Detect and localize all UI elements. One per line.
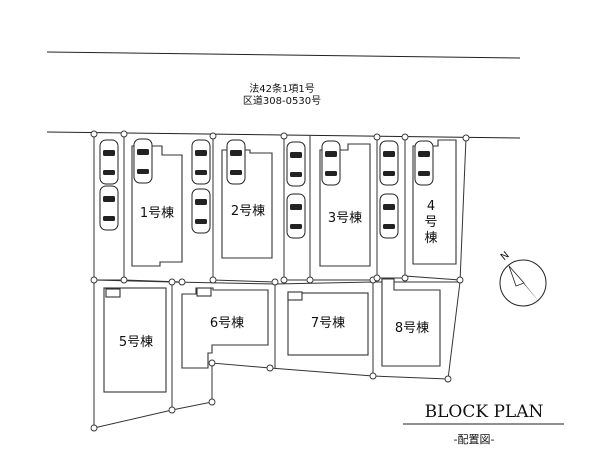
legend-subtitle: -配置図- <box>454 433 495 446</box>
building-8-label: 8号棟 <box>395 321 429 336</box>
car-8 <box>414 140 434 186</box>
building-7: 7号棟 <box>287 291 369 356</box>
boundary-post <box>444 375 452 383</box>
boundary-post <box>178 278 186 286</box>
building-4-label-2: 号 <box>424 215 437 230</box>
building-2-label: 2号棟 <box>231 204 265 219</box>
car-9 <box>99 185 119 231</box>
boundary-post <box>280 276 288 284</box>
building-7-label: 7号棟 <box>311 316 345 331</box>
boundary-post <box>456 276 464 284</box>
car-5 <box>286 141 306 187</box>
boundary-post <box>208 398 216 406</box>
boundary-post <box>90 424 98 432</box>
boundary-post <box>401 274 409 282</box>
road-edge-far <box>46 51 521 59</box>
boundary-post <box>266 364 274 372</box>
car-11 <box>286 193 306 239</box>
boundary-post <box>168 278 176 286</box>
building-8: 8号棟 <box>381 278 441 367</box>
parking-cars <box>99 138 434 239</box>
north-compass: N <box>499 250 547 307</box>
car-3 <box>191 139 211 185</box>
road-label-2: 区道308-0530号 <box>243 94 321 107</box>
boundary-post <box>209 132 217 140</box>
boundary-post <box>306 276 314 284</box>
boundary-post <box>280 132 288 140</box>
boundary-post <box>90 276 98 284</box>
boundary-post <box>168 406 176 414</box>
building-4-label-3: 棟 <box>424 231 437 246</box>
building-5-label: 5号棟 <box>119 335 153 350</box>
boundary-post <box>369 372 377 380</box>
building-4-label-1: 4 <box>427 199 435 214</box>
legend-title: BLOCK PLAN <box>425 402 544 422</box>
building-1-label: 1号棟 <box>140 206 174 221</box>
boundary-post <box>373 274 381 282</box>
car-4 <box>226 139 246 185</box>
boundary-post <box>401 133 409 141</box>
car-1 <box>99 139 119 185</box>
boundary-post <box>120 276 128 284</box>
car-2 <box>133 138 153 184</box>
car-12 <box>379 193 399 239</box>
boundary-post <box>271 278 279 286</box>
boundary-post <box>90 130 98 138</box>
road-label-1: 法42条1項1号 <box>249 82 314 95</box>
building-6: 6号棟 <box>181 287 269 369</box>
car-10 <box>191 188 211 234</box>
boundary-post <box>373 133 381 141</box>
site-boundary <box>93 134 467 429</box>
building-6-label: 6号棟 <box>210 316 244 331</box>
building-3-label: 3号棟 <box>328 211 362 226</box>
boundary-post <box>209 276 217 284</box>
building-5: 5号棟 <box>103 287 167 393</box>
car-7 <box>379 140 399 186</box>
compass-north-label: N <box>499 250 512 263</box>
boundary-post <box>208 359 216 367</box>
boundary-posts <box>90 130 470 432</box>
car-6 <box>321 140 341 186</box>
boundary-post <box>120 130 128 138</box>
boundary-post <box>462 134 470 142</box>
